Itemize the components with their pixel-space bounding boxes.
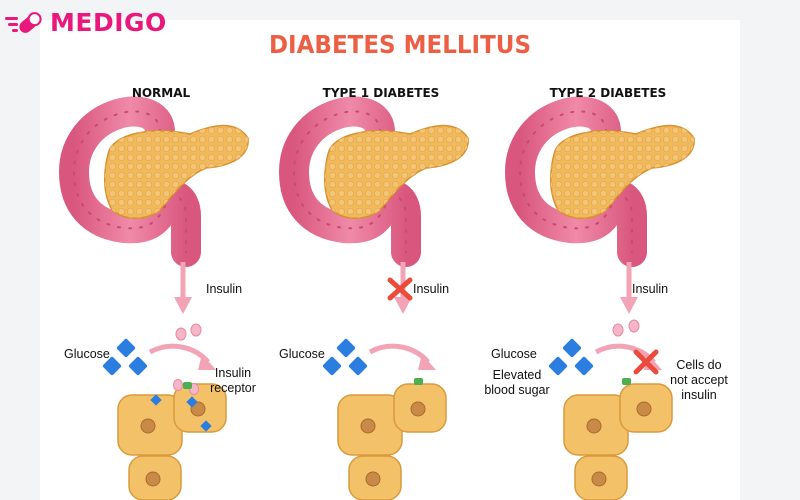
insulin-molecule xyxy=(628,319,640,333)
glucose-arrow-head xyxy=(418,354,436,370)
glucose-molecule xyxy=(128,356,148,376)
cell-nucleus xyxy=(145,471,161,487)
pancreas-texture xyxy=(324,125,469,219)
panel-type2 xyxy=(504,96,695,500)
cell-nucleus xyxy=(591,471,607,487)
body-cell xyxy=(337,394,403,456)
heading-type1: TYPE 1 DIABETES xyxy=(322,86,440,100)
body-cell xyxy=(117,394,183,456)
glucose-molecule xyxy=(574,356,594,376)
cell-nucleus xyxy=(360,418,376,434)
brand-logo[interactable]: MEDIGO xyxy=(4,8,167,37)
cell-nucleus xyxy=(636,401,652,417)
label-insulin-receptor: Insulin receptor xyxy=(210,366,256,395)
body-cell xyxy=(128,455,182,500)
insulin-molecule xyxy=(612,323,624,337)
label-glucose-type2: Glucose xyxy=(491,347,537,361)
glucose-arrow-head xyxy=(198,354,216,370)
insulin-receptor xyxy=(183,382,192,389)
label-glucose-type1: Glucose xyxy=(279,347,325,361)
insulin-molecule xyxy=(173,379,183,391)
glucose-molecule xyxy=(322,356,342,376)
glucose-molecule xyxy=(102,356,122,376)
panel-type1 xyxy=(278,96,469,500)
insulin-arrow-head xyxy=(620,297,638,314)
insulin-receptor xyxy=(622,378,631,385)
insulin-receptor xyxy=(414,378,423,385)
glucose-molecule xyxy=(348,356,368,376)
page-title: DIABETES MELLITUS xyxy=(268,30,532,59)
label-insulin-type1: Insulin xyxy=(413,282,450,296)
glucose-molecule xyxy=(116,338,136,358)
cell-nucleus xyxy=(586,418,602,434)
label-glucose-normal: Glucose xyxy=(64,347,110,361)
body-cell xyxy=(563,394,629,456)
cell-nucleus xyxy=(190,401,206,417)
insulin-arrow-head xyxy=(394,297,412,314)
label-cells-not-accept: Cells do not accept insulin xyxy=(670,358,728,402)
cell-nucleus xyxy=(140,418,156,434)
no-insulin-cross xyxy=(387,277,413,301)
pancreas-texture xyxy=(550,125,695,219)
glucose-molecule xyxy=(562,338,582,358)
panel-normal xyxy=(58,96,249,500)
insulin-molecule xyxy=(190,323,202,337)
label-insulin-type2: Insulin xyxy=(632,282,669,296)
body-cell xyxy=(574,455,628,500)
insulin-arrow-head xyxy=(174,297,192,314)
glucose-inside-cell xyxy=(200,420,212,432)
body-cell xyxy=(619,383,673,433)
body-cell xyxy=(393,383,447,433)
glucose-molecule xyxy=(336,338,356,358)
cell-nucleus xyxy=(410,401,426,417)
pill-logo-icon xyxy=(5,11,42,33)
insulin-rejected-cross xyxy=(633,349,659,375)
body-cell xyxy=(348,455,402,500)
pancreas-texture xyxy=(104,125,249,219)
glucose-inside-cell xyxy=(150,394,162,406)
insulin-molecule xyxy=(175,327,187,341)
glucose-inside-cell xyxy=(186,396,198,408)
label-insulin-normal: Insulin xyxy=(206,282,243,296)
body-cell xyxy=(173,383,227,433)
brand-name: MEDIGO xyxy=(50,8,167,37)
cell-nucleus xyxy=(365,471,381,487)
label-elevated-blood-sugar: Elevated blood sugar xyxy=(484,368,550,397)
heading-type2: TYPE 2 DIABETES xyxy=(549,86,667,100)
glucose-molecule xyxy=(548,356,568,376)
heading-normal: NORMAL xyxy=(131,86,191,100)
